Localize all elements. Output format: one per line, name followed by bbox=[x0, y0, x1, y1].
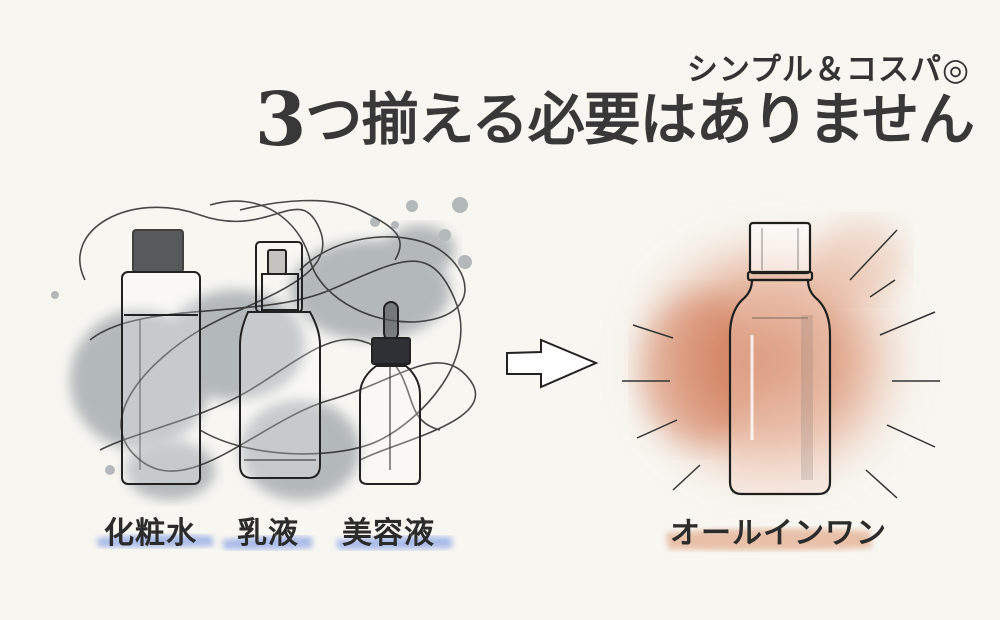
headline-number: 3 bbox=[254, 77, 306, 163]
all-in-one-bottle-icon bbox=[728, 221, 832, 496]
radiating-lines bbox=[622, 229, 940, 499]
headline: 3つ揃える必要はありません bbox=[254, 74, 975, 163]
label-toner: 化粧水 bbox=[104, 516, 197, 551]
right-arrow-outline-icon bbox=[506, 338, 599, 389]
toner-bottle-icon bbox=[121, 229, 201, 485]
serum-dropper-bottle-icon bbox=[359, 301, 421, 485]
label-emulsion: 乳液 bbox=[237, 516, 299, 551]
headline-text: つ揃える必要はありません bbox=[305, 86, 975, 153]
tangled-lines bbox=[79, 199, 477, 472]
emulsion-pump-bottle-icon bbox=[239, 241, 321, 479]
label-all-in-one: オールインワン bbox=[670, 516, 887, 551]
label-serum: 美容液 bbox=[342, 516, 435, 551]
subtitle-simple-cost-performance: シンプル＆コスパ◎ bbox=[686, 52, 970, 88]
